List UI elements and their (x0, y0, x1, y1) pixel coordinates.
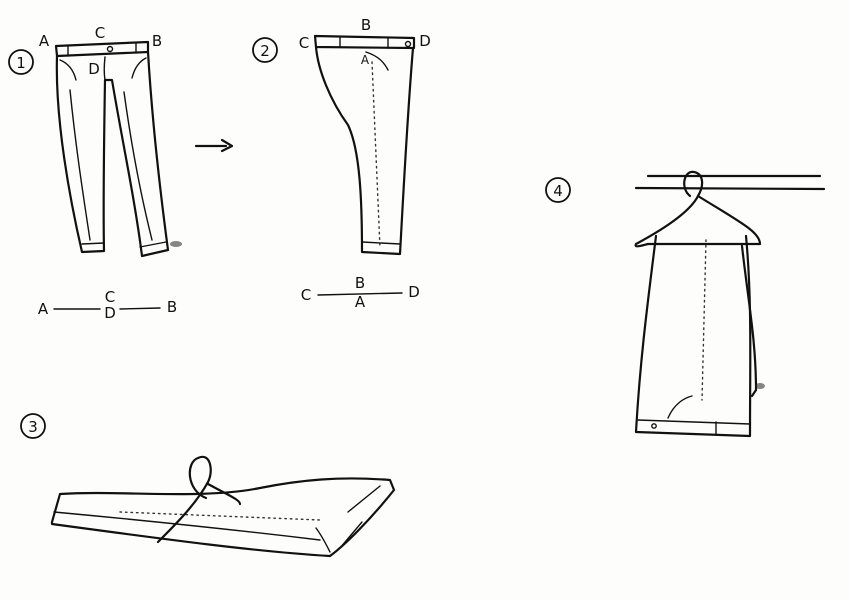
hanger-icon (156, 455, 242, 544)
step-2-circle (252, 37, 278, 63)
step-2-label-d: D (419, 32, 431, 50)
step-1-label-b: B (152, 32, 162, 50)
step-3-circle (20, 413, 46, 439)
step-1-circle (8, 49, 34, 75)
schematic-2-label-b: B (355, 274, 365, 292)
step-2-label-b: B (361, 16, 371, 34)
pants-folded-side-drawing (313, 34, 416, 256)
schematic-1-label-b: B (167, 298, 177, 316)
hanger-icon (634, 170, 762, 248)
step-1-label-a: A (39, 32, 50, 50)
step-4-circle (545, 177, 571, 203)
step-2-label-a: A (361, 53, 370, 67)
arrow-icon (194, 138, 234, 153)
pants-front-drawing (54, 40, 182, 258)
schematic-1-label-d: D (104, 304, 116, 322)
step-1: 1 A C B D A C (8, 24, 234, 322)
step-2-number: 2 (260, 42, 270, 60)
schematic-2-label-c: C (301, 286, 311, 304)
step-1-label-c: C (95, 24, 105, 42)
step-2-schematic: C B A D (301, 274, 420, 311)
step-2: 2 B C D A C B A D (252, 16, 431, 311)
step-1-schematic: A C D B (38, 288, 177, 322)
step-4: 4 (545, 170, 826, 438)
pants-on-hanger-drawing (50, 477, 396, 558)
step-3: 3 (20, 413, 396, 558)
step-1-number: 1 (16, 54, 26, 72)
step-1-label-d: D (88, 60, 100, 78)
step-2-label-c: C (299, 34, 309, 52)
schematic-1-label-a: A (38, 300, 49, 318)
step-3-number: 3 (28, 418, 38, 436)
hanging-pants-drawing (634, 234, 765, 438)
clothes-rod-icon (634, 174, 826, 191)
schematic-2-label-a: A (355, 293, 366, 311)
schematic-2-label-d: D (408, 283, 420, 301)
step-4-number: 4 (553, 182, 563, 200)
schematic-1-label-c: C (105, 288, 115, 306)
